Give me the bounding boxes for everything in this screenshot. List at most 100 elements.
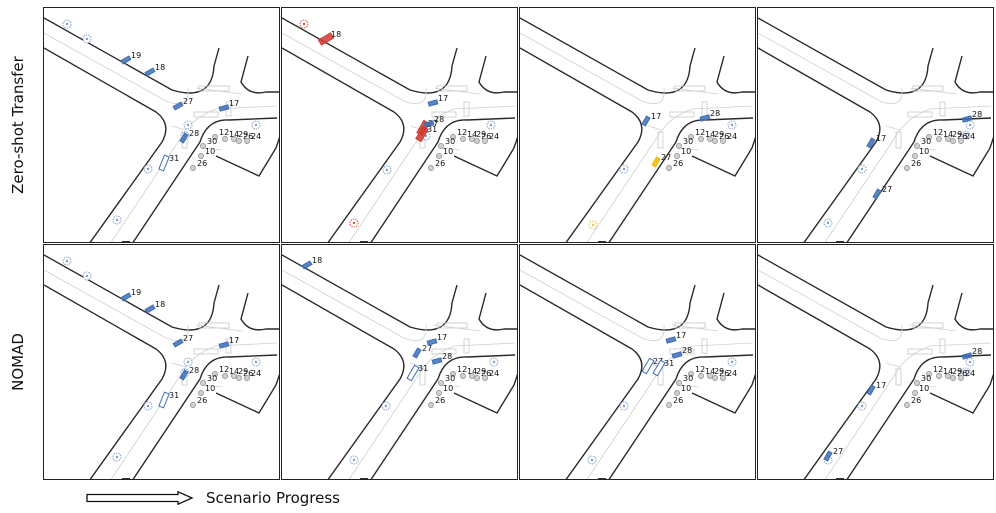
vehicle (665, 336, 677, 344)
goal-marker-dot (622, 404, 626, 408)
vehicle-id-label: 26 (719, 132, 729, 141)
vehicle-id-label: 14 (943, 130, 953, 139)
vehicle (823, 450, 833, 462)
goal-marker-dot (254, 360, 258, 364)
vehicle (482, 138, 488, 144)
scenario-map: 18172728311229142624301026 (282, 17, 517, 242)
vehicle-id-label: 26 (911, 396, 921, 405)
vehicle-id-label: 19 (131, 51, 141, 60)
vehicle (426, 338, 438, 346)
vehicle-id-label: 14 (705, 367, 715, 376)
goal-marker-dot (146, 404, 150, 408)
goal-marker-dot (65, 22, 69, 26)
vehicle (688, 134, 694, 140)
goal-marker-dot (964, 370, 968, 374)
road-map (520, 254, 755, 479)
vehicle (301, 260, 313, 270)
vehicle (231, 136, 237, 142)
vehicle-id-label: 10 (919, 384, 929, 393)
vehicle-id-label: 17 (437, 333, 447, 342)
vehicle (474, 138, 480, 144)
vehicle-id-label: 28 (972, 110, 982, 119)
goal-marker-dot (352, 458, 356, 462)
vehicle-id-label: 30 (445, 374, 455, 383)
vehicle-id-label: 10 (205, 147, 215, 156)
road-map (758, 17, 993, 242)
vehicle-id-label: 12 (457, 365, 467, 374)
vehicle (712, 138, 718, 144)
goal-marker-dot (968, 360, 972, 364)
vehicle-id-label: 29 (952, 130, 962, 139)
goal-marker-dot (489, 123, 493, 127)
vehicle (914, 380, 920, 386)
right-arrow-icon (86, 491, 194, 505)
vehicle (707, 373, 713, 379)
road-map (758, 254, 993, 479)
goal-marker-dot (115, 455, 119, 459)
vehicle (172, 338, 184, 348)
vehicle-id-label: 17 (229, 99, 239, 108)
vehicle-id-label: 31 (427, 125, 437, 134)
vehicle-id-label: 30 (207, 374, 217, 383)
vehicle (926, 134, 932, 140)
goal-marker-dot (730, 360, 734, 364)
goal-marker-dot (385, 168, 389, 172)
goal-marker-dot (964, 133, 968, 137)
goal-marker-dot (85, 37, 89, 41)
vehicle (698, 136, 704, 142)
vehicle (912, 153, 918, 159)
vehicle-id-label: 31 (169, 154, 179, 163)
goal-marker-dot (826, 221, 830, 225)
vehicle (200, 143, 206, 149)
vehicle (236, 138, 242, 144)
vehicle-id-label: 17 (229, 336, 239, 345)
vehicle (958, 375, 964, 381)
vehicle-id-label: 12 (219, 128, 229, 137)
vehicle-id-label: 14 (229, 130, 239, 139)
goal-marker-dot (968, 123, 972, 127)
vehicle-id-label: 10 (681, 147, 691, 156)
vehicle-id-label: 26 (243, 132, 253, 141)
vehicle-id-label: 30 (921, 137, 931, 146)
vehicle-id-label: 17 (876, 381, 886, 390)
vehicle-id-label: 12 (933, 128, 943, 137)
vehicle-id-label: 18 (155, 63, 165, 72)
vehicle-id-label: 30 (921, 374, 931, 383)
scenario-panel-zs-2: 18172728311229142624301026 (281, 7, 518, 243)
road-map (520, 17, 755, 242)
vehicle (179, 369, 189, 381)
vehicle (651, 156, 661, 168)
goal-marker-dot (622, 167, 626, 171)
goal-marker-dot (186, 123, 190, 127)
scenario-progress: Scenario Progress (86, 487, 340, 509)
vehicle (222, 136, 228, 142)
vehicle-id-label: 26 (673, 159, 683, 168)
vehicle-id-label: 29 (714, 130, 724, 139)
vehicle (144, 67, 156, 77)
vehicle-id-label: 10 (443, 384, 453, 393)
vehicle (190, 402, 196, 408)
vehicle (474, 375, 480, 381)
vehicle (120, 292, 132, 302)
vehicle (904, 165, 910, 171)
vehicle (200, 380, 206, 386)
vehicle (236, 375, 242, 381)
road-map (282, 254, 517, 479)
vehicle-id-label: 24 (727, 132, 737, 141)
vehicle (688, 371, 694, 377)
vehicle (222, 373, 228, 379)
vehicle (172, 101, 184, 111)
goal-marker-dot (384, 404, 388, 408)
vehicle (423, 120, 435, 128)
row-label-nomad: NOMAD (9, 333, 27, 391)
vehicle (144, 304, 156, 314)
vehicle-id-label: 26 (957, 132, 967, 141)
vehicle (415, 125, 429, 143)
vehicle-id-label: 26 (957, 369, 967, 378)
vehicle (317, 32, 335, 46)
vehicle (438, 143, 444, 149)
vehicle-id-label: 28 (189, 129, 199, 138)
